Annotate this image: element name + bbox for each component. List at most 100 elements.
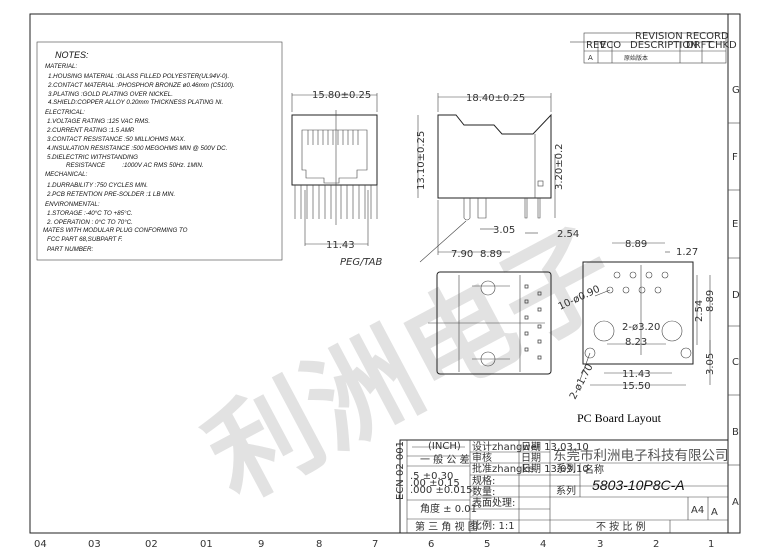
svg-text:03: 03 — [88, 539, 101, 550]
svg-text:不 按 比 例: 不 按 比 例 — [596, 520, 646, 533]
svg-text:3.CONTACT RESISTANCE :50 MILLI: 3.CONTACT RESISTANCE :50 MILLIOHMS MAX. — [47, 136, 185, 143]
svg-text:7.90: 7.90 — [451, 249, 473, 260]
svg-text:A4: A4 — [691, 505, 704, 516]
svg-text:FCC PART 68,SUBPART F.: FCC PART 68,SUBPART F. — [47, 236, 123, 243]
front-view: 15.80±0.25 11.43 — [291, 90, 378, 251]
svg-text:2.CURRENT RATING :1.5 AMP.: 2.CURRENT RATING :1.5 AMP. — [46, 127, 135, 134]
svg-text:表面处理:: 表面处理: — [472, 496, 515, 509]
svg-text:NOTES:: NOTES: — [55, 50, 89, 60]
svg-text:1.27: 1.27 — [676, 247, 698, 258]
svg-text:2.PCB RETENTION PRE-SOLDER :1: 2.PCB RETENTION PRE-SOLDER :1 LB MIN. — [46, 191, 175, 198]
svg-text:11.43: 11.43 — [622, 369, 651, 380]
svg-text:第 三 角 视 图: 第 三 角 视 图 — [415, 520, 478, 533]
svg-text:数量:: 数量: — [472, 485, 495, 498]
svg-text:RESISTANCE :1000V AC: RESISTANCE :1000V AC RMS 50Hz. 1MIN. — [66, 162, 204, 169]
svg-text:2-ø3.20: 2-ø3.20 — [622, 322, 660, 333]
row-markers: G F E D C B A — [728, 85, 740, 508]
svg-text:B: B — [732, 427, 739, 438]
svg-text:角度 ± 0.01°: 角度 ± 0.01° — [420, 502, 482, 515]
pcb-layout-title: PC Board Layout — [577, 411, 662, 425]
svg-text:3.05: 3.05 — [705, 353, 716, 375]
svg-text:2.54: 2.54 — [557, 229, 579, 240]
part-number: 5803-10P8C-A — [592, 477, 685, 493]
svg-text:日期: 日期 — [521, 452, 541, 464]
svg-text:原始版本: 原始版本 — [624, 54, 648, 62]
svg-text:2. OPERATION : 0°C TO 70°C.: 2. OPERATION : 0°C TO 70°C. — [46, 219, 133, 226]
svg-text:ELECTRICAL:: ELECTRICAL: — [45, 109, 85, 116]
svg-text:规格:: 规格: — [472, 474, 495, 487]
svg-text:MATERIAL:: MATERIAL: — [45, 63, 77, 70]
svg-text:3.PLATING :GOLD PLATING OVER N: 3.PLATING :GOLD PLATING OVER NICKEL. — [48, 91, 173, 98]
company-name: 东莞市利洲电子科技有限公司 — [553, 447, 729, 464]
title-block: ECN 02 001 (INCH) 一 般 公 差 .5 ±0.30 .00 ±… — [395, 439, 729, 534]
svg-text:.00 ±0.15: .00 ±0.15 — [410, 478, 460, 489]
svg-text:G: G — [732, 85, 740, 96]
svg-text:5.DIELECTRIC WITHSTANDING: 5.DIELECTRIC WITHSTANDING — [47, 154, 138, 161]
svg-text:(INCH): (INCH) — [428, 441, 461, 452]
svg-text:MECHANICAL:: MECHANICAL: — [45, 171, 88, 178]
svg-text:日期 13.03.10: 日期 13.03.10 — [521, 463, 589, 475]
svg-text:1.STORAGE :-40°C TO +85°C: 1.STORAGE :-40°C TO +85°C. — [47, 210, 133, 217]
svg-text:4: 4 — [540, 539, 546, 550]
svg-text:15.80±0.25: 15.80±0.25 — [312, 90, 371, 101]
svg-text:ECO: ECO — [600, 40, 621, 51]
svg-text:MATES WITH MODULAR PLUG CONFOR: MATES WITH MODULAR PLUG CONFORMING TO — [43, 227, 188, 234]
svg-text:2.54: 2.54 — [694, 300, 705, 322]
svg-text:审核: 审核 — [472, 451, 492, 464]
svg-text:C: C — [732, 357, 739, 368]
svg-text:A: A — [588, 54, 593, 62]
svg-text:8.23: 8.23 — [625, 337, 647, 348]
svg-text:ECN 02 001: ECN 02 001 — [395, 441, 406, 500]
svg-text:5: 5 — [484, 539, 490, 550]
svg-text:比例: 1:1: 比例: 1:1 — [472, 519, 515, 532]
revision-table: REVISION RECORD REV ECO DESCRIPTION DRFT… — [570, 31, 737, 64]
svg-text:E: E — [732, 219, 738, 230]
svg-text:CHKD: CHKD — [708, 40, 737, 51]
svg-text:8: 8 — [316, 539, 322, 550]
svg-text:D: D — [732, 290, 740, 301]
svg-text:7: 7 — [372, 539, 378, 550]
svg-text:1.VOLTAGE RATING :125 VAC RMS.: 1.VOLTAGE RATING :125 VAC RMS. — [47, 118, 150, 125]
svg-text:6: 6 — [428, 539, 434, 550]
svg-text:DRFT: DRFT — [686, 40, 713, 51]
svg-text:15.50: 15.50 — [622, 381, 651, 392]
svg-text:8.89: 8.89 — [480, 249, 502, 260]
svg-text:04: 04 — [34, 539, 47, 550]
svg-text:1.HOUSING MATERIAL :GLASS FILL: 1.HOUSING MATERIAL :GLASS FILLED POLYEST… — [48, 73, 229, 80]
svg-text:批准zhangke: 批准zhangke — [472, 462, 534, 475]
svg-text:18.40±0.25: 18.40±0.25 — [466, 93, 525, 104]
svg-text:11.43: 11.43 — [326, 240, 355, 251]
svg-text:1: 1 — [708, 539, 714, 550]
svg-text:.000 ±0.015: .000 ±0.015 — [410, 485, 472, 496]
column-markers: 04 03 02 01 9 8 7 6 5 4 3 2 1 — [34, 539, 714, 550]
svg-text:.5 ±0.30: .5 ±0.30 — [410, 471, 453, 482]
svg-text:REV: REV — [586, 40, 606, 51]
svg-text:系列: 系列 — [556, 484, 576, 497]
side-view: 18.40±0.25 13.10±0.25 3.20±0.2 3.05 2.54… — [340, 93, 579, 268]
svg-text:02: 02 — [145, 539, 158, 550]
svg-text:3: 3 — [597, 539, 603, 550]
svg-text:2.CONTACT MATERIAL :PHOSPHOR B: 2.CONTACT MATERIAL :PHOSPHOR BRONZE ø0.4… — [47, 82, 235, 89]
svg-text:ENVIRONMENTAL:: ENVIRONMENTAL: — [45, 201, 100, 208]
svg-text:8.89: 8.89 — [705, 290, 716, 312]
svg-text:3.05: 3.05 — [493, 225, 515, 236]
svg-text:4.SHIELD:COPPER ALLOY 0.20mm T: 4.SHIELD:COPPER ALLOY 0.20mm THICKNESS P… — [48, 99, 223, 106]
svg-text:PART NUMBER:: PART NUMBER: — [47, 246, 93, 253]
svg-text:8.89: 8.89 — [625, 239, 647, 250]
svg-text:日期 13.03.10: 日期 13.03.10 — [521, 441, 589, 453]
svg-text:1.DURRABILITY :750 CYCLES MIN.: 1.DURRABILITY :750 CYCLES MIN. — [47, 182, 148, 189]
svg-text:PEG/TAB: PEG/TAB — [340, 257, 382, 268]
svg-text:2-ø1.70: 2-ø1.70 — [568, 362, 596, 401]
svg-text:REVISION RECORD: REVISION RECORD — [635, 31, 729, 42]
svg-text:系列: 系列 — [556, 462, 576, 475]
svg-text:01: 01 — [200, 539, 213, 550]
svg-text:一 般 公 差: 一 般 公 差 — [420, 453, 470, 466]
svg-text:F: F — [732, 152, 738, 163]
svg-text:设计zhangwei: 设计zhangwei — [472, 440, 540, 453]
svg-text:4.INSULATION RESISTANCE :500 M: 4.INSULATION RESISTANCE :500 MEGOHMS MIN… — [47, 145, 227, 152]
svg-text:DESCRIPTION: DESCRIPTION — [630, 40, 698, 51]
svg-text:2: 2 — [653, 539, 659, 550]
sheet-border — [29, 13, 741, 534]
svg-text:13.10±0.25: 13.10±0.25 — [416, 131, 427, 190]
